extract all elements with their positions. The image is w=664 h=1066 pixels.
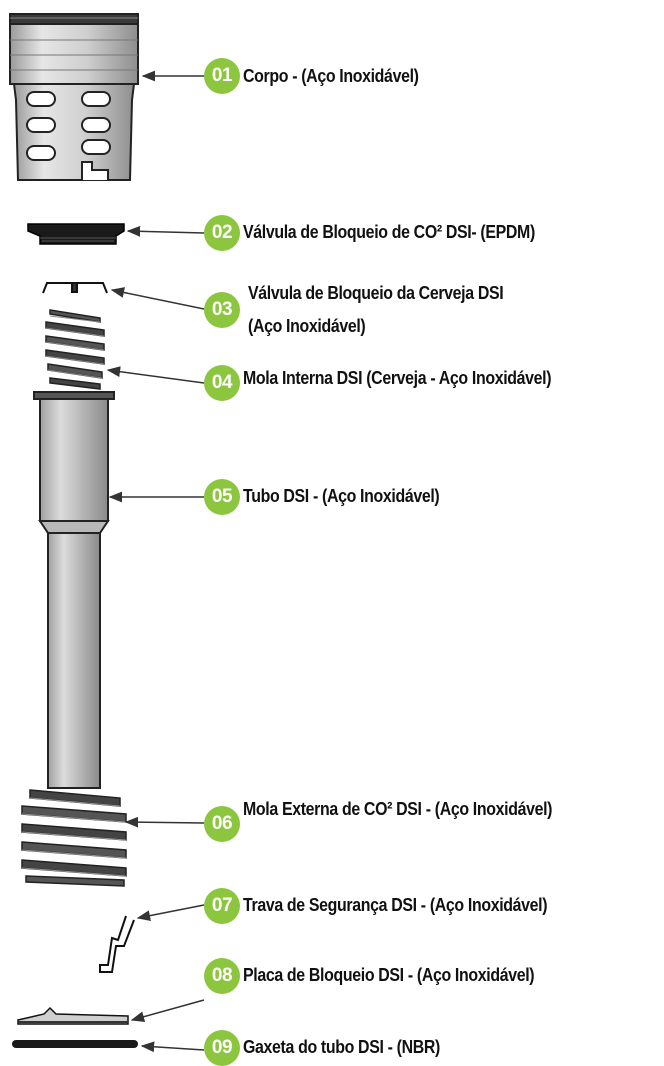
arrow-02	[126, 225, 205, 237]
outer-spring-icon	[21, 789, 127, 887]
part-name: Placa de Bloqueio DSI - (Aço Inoxidável)	[243, 964, 535, 985]
part-label-03: 03 Válvula de Bloqueio da Cerveja DSI (A…	[204, 282, 545, 336]
part-name: Válvula de Bloqueio de CO² DSI- (EPDM)	[243, 221, 535, 242]
part-label-09: 09 Gaxeta do tubo DSI - (NBR)	[204, 1030, 472, 1066]
part-number-badge: 06	[204, 806, 240, 842]
part-label-07: 07 Trava de Segurança DSI - (Aço Inoxidá…	[204, 888, 597, 924]
tube-icon	[33, 391, 115, 789]
arrow-06	[124, 816, 205, 828]
part-label-02: 02 Válvula de Bloqueio de CO² DSI- (EPDM…	[204, 215, 582, 251]
arrow-04	[106, 366, 205, 384]
arrow-03	[110, 287, 205, 310]
part-number-badge: 09	[204, 1030, 240, 1066]
part-label-06: 06 Mola Externa de CO² DSI - (Aço Inoxid…	[204, 798, 602, 842]
arrow-09	[140, 1041, 205, 1053]
safety-lock-icon	[99, 915, 135, 973]
part-number-badge: 07	[204, 888, 240, 924]
part-label-04: 04 Mola Interna DSI (Cerveja - Aço Inoxi…	[204, 365, 601, 401]
leader-lines	[106, 70, 205, 1053]
part-name: Trava de Segurança DSI - (Aço Inoxidável…	[243, 894, 548, 915]
part-number-badge: 02	[204, 215, 240, 251]
arrow-07	[136, 904, 205, 921]
lock-plate-icon	[17, 1006, 129, 1025]
part-label-01: 01 Corpo - (Aço Inoxidável)	[204, 58, 447, 94]
part-name: Mola Interna DSI (Cerveja - Aço Inoxidáv…	[243, 367, 552, 388]
part-name: Gaxeta do tubo DSI - (NBR)	[243, 1036, 441, 1057]
part-number-badge: 01	[204, 58, 240, 94]
part-name: Mola Externa de CO² DSI - (Aço Inoxidáve…	[243, 798, 553, 819]
part-name: Válvula de Bloqueio da Cerveja DSI (Aço …	[248, 282, 504, 336]
part-number-badge: 04	[204, 365, 240, 401]
tube-gasket-icon	[12, 1040, 138, 1048]
co2-valve-icon	[27, 223, 125, 245]
part-label-05: 05 Tubo DSI - (Aço Inoxidável)	[204, 479, 471, 515]
body-icon	[9, 13, 139, 181]
part-name: Corpo - (Aço Inoxidável)	[243, 65, 419, 86]
part-number-badge: 03	[204, 292, 240, 328]
part-number-badge: 05	[204, 479, 240, 515]
part-name-line-1: Válvula de Bloqueio da Cerveja DSI	[248, 282, 504, 303]
part-label-08: 08 Placa de Bloqueio DSI - (Aço Inoxidáv…	[204, 958, 582, 994]
part-name: Tubo DSI - (Aço Inoxidável)	[243, 485, 440, 506]
inner-spring-icon	[45, 309, 105, 390]
beer-valve-icon	[42, 282, 108, 294]
part-name-line-2: (Aço Inoxidável)	[248, 315, 366, 336]
part-number-badge: 08	[204, 958, 240, 994]
arrow-08	[130, 999, 205, 1022]
